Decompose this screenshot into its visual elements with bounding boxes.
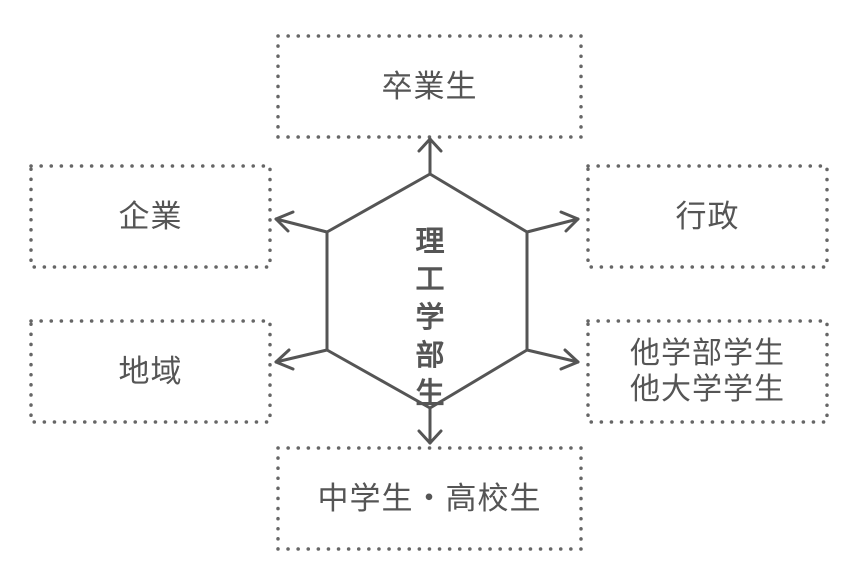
node-top: 卒業生 [278, 36, 581, 137]
node-lower-right-line2: 他大学学生 [630, 371, 785, 407]
center-label: 理 工 学 部 生 [408, 222, 452, 412]
node-bottom-label: 中学生・高校生 [317, 480, 542, 517]
node-top-label: 卒業生 [381, 68, 478, 105]
node-lower-left: 地域 [31, 321, 270, 422]
node-upper-left: 企業 [31, 166, 270, 267]
center-char: 生 [415, 376, 445, 410]
arrow-upper-left [274, 217, 329, 234]
node-lower-left-label: 地域 [118, 353, 183, 390]
center-char: 理 [415, 224, 445, 258]
node-upper-left-label: 企業 [118, 198, 183, 235]
arrow-upper-right [525, 217, 580, 234]
node-bottom: 中学生・高校生 [278, 448, 581, 549]
node-lower-right: 他学部学生 他大学学生 [588, 321, 827, 422]
node-upper-right: 行政 [588, 166, 827, 267]
center-char: 工 [415, 262, 445, 296]
node-upper-right-label: 行政 [675, 198, 740, 235]
node-lower-right-line1: 他学部学生 [630, 335, 785, 371]
center-char: 部 [415, 338, 445, 372]
arrow-lower-left [274, 348, 329, 364]
arrow-lower-right [525, 348, 580, 364]
center-char: 学 [415, 300, 445, 334]
